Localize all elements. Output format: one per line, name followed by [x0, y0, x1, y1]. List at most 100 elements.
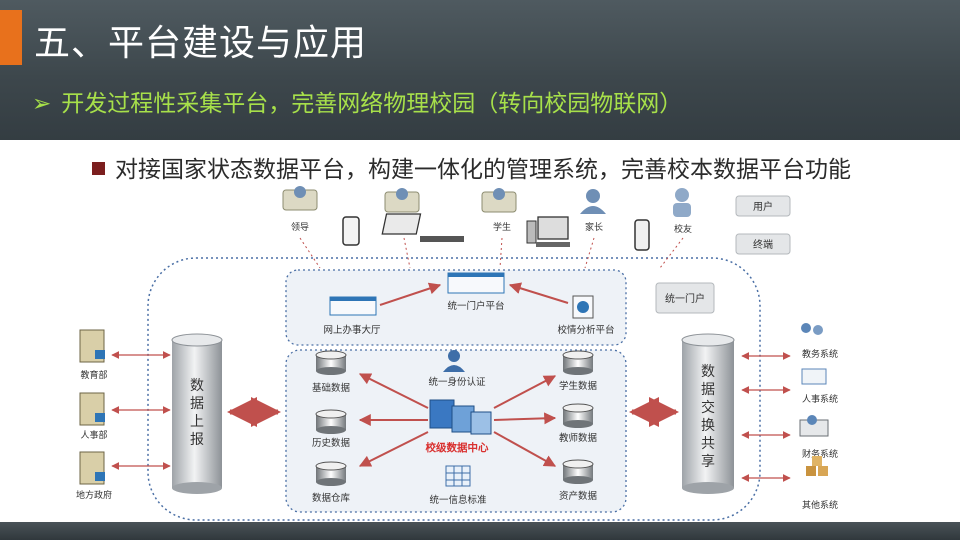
user-label: 学生 — [493, 221, 511, 233]
boxes-icon — [806, 466, 816, 476]
legend-terminal-box — [735, 233, 791, 255]
user-label: 校友 — [674, 223, 692, 235]
right-system-links — [741, 352, 791, 482]
people-group-icon — [813, 325, 823, 335]
right-system-3: 其他系统 — [802, 456, 838, 511]
portal-link-left — [379, 282, 442, 306]
legend-user-label: 用户 — [753, 200, 773, 213]
cylinder-char: 换 — [701, 417, 715, 434]
standard-label: 统一信息标准 — [429, 494, 487, 506]
data-report-cylinder: 数据上报 — [171, 333, 223, 494]
cylinder-char: 共 — [701, 436, 715, 452]
right-system-2: 财务系统 — [799, 415, 838, 460]
portal-label-box — [655, 282, 715, 314]
legend-user-box — [735, 195, 791, 217]
user-label: 家长 — [585, 221, 603, 233]
person-head-icon — [493, 188, 505, 200]
portal-label: 统一门户 — [665, 292, 705, 305]
unified-standard: 统一信息标准 — [429, 465, 487, 506]
left-source-0: 教育部 — [79, 329, 108, 381]
user-student: 学生 — [481, 188, 517, 233]
person-body-icon — [443, 365, 465, 372]
person-body-icon — [580, 206, 606, 214]
user-label: 领导 — [291, 221, 309, 233]
db-left-0: 基础数据 — [312, 350, 351, 394]
hub-label: 校级数据中心 — [426, 441, 489, 454]
laptop-icon — [381, 213, 464, 242]
unified-auth: 统一身份认证 — [428, 350, 486, 388]
portal-window-titlebar — [448, 273, 504, 277]
subtitle: ➢ 开发过程性采集平台，完善网络物理校园（转向校园物联网） — [32, 84, 682, 118]
header-banner: 五、平台建设与应用 ➢ 开发过程性采集平台，完善网络物理校园（转向校园物联网） — [0, 0, 960, 140]
id-card-icon — [801, 368, 827, 385]
user-parent: 家长 — [580, 189, 606, 233]
db-left-2: 数据仓库 — [312, 461, 351, 504]
hub-db-links — [358, 373, 557, 467]
service-hall-titlebar — [330, 297, 376, 301]
mobile-phone-icon — [634, 219, 650, 251]
user-alumni: 校友 — [673, 188, 692, 235]
system-boundary — [147, 257, 761, 521]
subtitle-text: 开发过程性采集平台，完善网络物理校园（转向校园物联网） — [61, 91, 683, 117]
footer-bar — [0, 522, 960, 540]
arrow-bullet-icon: ➢ — [32, 91, 52, 117]
cylinder-char: 享 — [701, 453, 715, 470]
left-source-links — [111, 351, 171, 470]
right-system-label: 人事系统 — [802, 393, 838, 405]
portal-right-label: 校情分析平台 — [557, 324, 614, 336]
server-icon — [79, 329, 105, 363]
cylinder-char: 据 — [190, 396, 204, 412]
db-right-1: 教师数据 — [559, 403, 598, 444]
cylinder-char: 上 — [190, 414, 204, 430]
db-label: 教师数据 — [559, 432, 598, 444]
server-rack-icon — [429, 399, 455, 429]
desktop-pc-icon — [526, 216, 570, 247]
right-system-1: 人事系统 — [801, 368, 838, 405]
legend-terminal-label: 终端 — [753, 238, 773, 251]
server-rack-icon — [470, 411, 492, 435]
cylinder-char: 交 — [701, 399, 715, 416]
data-center-hub: 校级数据中心 — [426, 399, 492, 454]
person-head-icon — [294, 186, 306, 198]
bullet-point: 对接国家状态数据平台，构建一体化的管理系统，完善校本数据平台功能 — [92, 150, 851, 184]
square-bullet-icon — [92, 162, 105, 175]
person-head-icon — [675, 188, 689, 202]
user-leader: 领导 — [282, 186, 318, 233]
right-system-label: 教务系统 — [802, 348, 838, 360]
db-left-1: 历史数据 — [312, 409, 351, 449]
left-source-label: 人事部 — [80, 429, 107, 441]
portal-left-label: 网上办事大厅 — [323, 324, 381, 336]
db-label: 资产数据 — [559, 490, 598, 502]
left-source-2: 地方政府 — [76, 451, 112, 501]
cylinder-label-right: 数据交换共享 — [701, 364, 715, 470]
db-label: 学生数据 — [559, 380, 598, 392]
person-head-icon — [448, 350, 460, 362]
user-portal-links — [299, 237, 684, 269]
cylinder-label-left: 数据上报 — [190, 378, 204, 448]
portal-box — [285, 269, 627, 346]
cylinder-char: 据 — [701, 382, 715, 398]
person-body-icon — [673, 203, 691, 217]
db-label: 数据仓库 — [312, 492, 351, 504]
person-head-icon — [586, 189, 600, 203]
left-source-1: 人事部 — [79, 392, 108, 441]
person-head-icon — [396, 188, 408, 200]
db-label: 基础数据 — [312, 382, 351, 394]
db-label: 历史数据 — [312, 437, 351, 449]
right-system-label: 其他系统 — [802, 499, 838, 511]
cylinder-char: 数 — [701, 364, 715, 380]
page-title: 五、平台建设与应用 — [34, 23, 368, 64]
db-right-0: 学生数据 — [559, 350, 598, 392]
portal-link-right — [508, 282, 569, 304]
people-group-icon — [801, 323, 811, 333]
portal-main-label: 统一门户平台 — [447, 300, 504, 312]
left-source-label: 教育部 — [80, 369, 107, 381]
auth-label: 统一身份认证 — [428, 376, 486, 388]
cylinder-char: 数 — [190, 378, 204, 394]
left-source-label: 地方政府 — [76, 489, 112, 501]
accent-bar — [0, 10, 22, 65]
table-grid-icon — [445, 465, 471, 487]
right-system-0: 教务系统 — [801, 323, 838, 360]
cylinder-char: 报 — [190, 432, 204, 448]
